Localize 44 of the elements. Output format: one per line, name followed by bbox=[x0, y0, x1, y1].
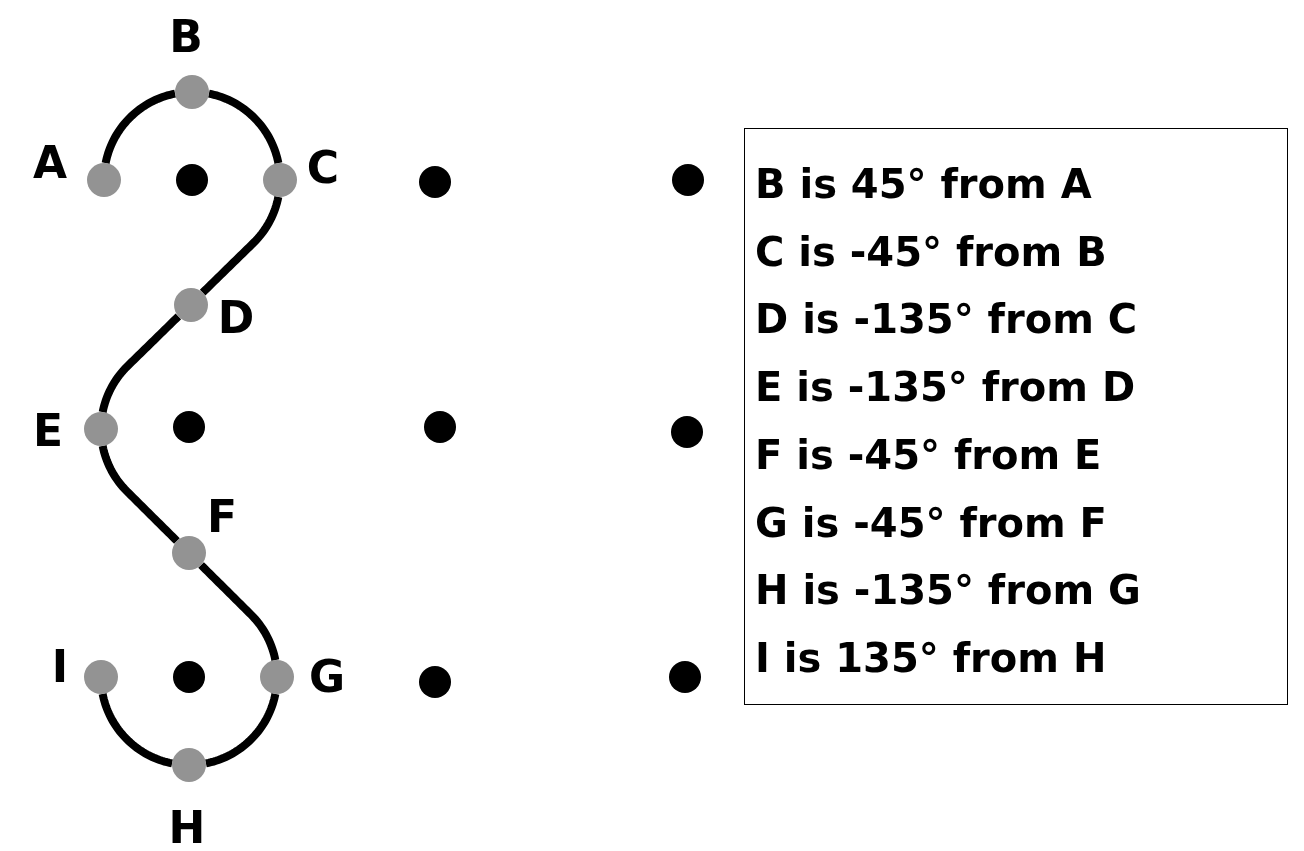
curve-segment bbox=[199, 195, 283, 296]
point-label: H bbox=[168, 806, 206, 850]
curve-segment bbox=[198, 562, 280, 662]
point-marker bbox=[84, 412, 118, 446]
center-dot bbox=[419, 166, 451, 198]
angle-statement: H is -135° from G bbox=[755, 566, 1141, 616]
point-label: E bbox=[32, 409, 64, 453]
curve-segment bbox=[101, 89, 177, 165]
center-dot bbox=[424, 411, 456, 443]
center-dot bbox=[419, 666, 451, 698]
point-label: B bbox=[169, 15, 203, 59]
curve-segment bbox=[98, 444, 180, 544]
angle-statement: I is 135° from H bbox=[755, 633, 1107, 683]
center-dot bbox=[173, 411, 205, 443]
angle-statement: E is -135° from D bbox=[755, 363, 1136, 413]
angle-statement: B is 45° from A bbox=[755, 160, 1092, 209]
center-dot bbox=[176, 164, 208, 196]
angle-statement: C is -45° from B bbox=[755, 227, 1107, 277]
center-dot bbox=[669, 661, 701, 693]
point-label: A bbox=[32, 141, 68, 185]
curve-segment bbox=[98, 313, 182, 414]
point-label: G bbox=[308, 655, 346, 699]
point-marker bbox=[263, 163, 297, 197]
center-dot bbox=[672, 164, 704, 196]
point-marker bbox=[84, 660, 118, 694]
angle-statement: D is -135° from C bbox=[755, 295, 1138, 345]
angle-statement: G is -45° from F bbox=[755, 498, 1107, 548]
curve-segment bbox=[98, 692, 174, 768]
curve-segment bbox=[204, 692, 280, 768]
angle-statement: F is -45° from E bbox=[755, 430, 1102, 480]
point-label: C bbox=[306, 146, 340, 190]
point-marker bbox=[172, 536, 206, 570]
center-dot bbox=[173, 661, 205, 693]
point-marker bbox=[87, 163, 121, 197]
point-label: F bbox=[206, 495, 238, 539]
point-marker bbox=[260, 660, 294, 694]
point-marker bbox=[173, 287, 208, 322]
point-marker bbox=[175, 75, 209, 109]
text-panel bbox=[744, 128, 1288, 705]
curve-segment bbox=[207, 89, 283, 165]
center-dot bbox=[671, 416, 703, 448]
point-marker bbox=[172, 748, 206, 782]
point-label: D bbox=[217, 296, 255, 340]
point-label: I bbox=[51, 645, 69, 689]
